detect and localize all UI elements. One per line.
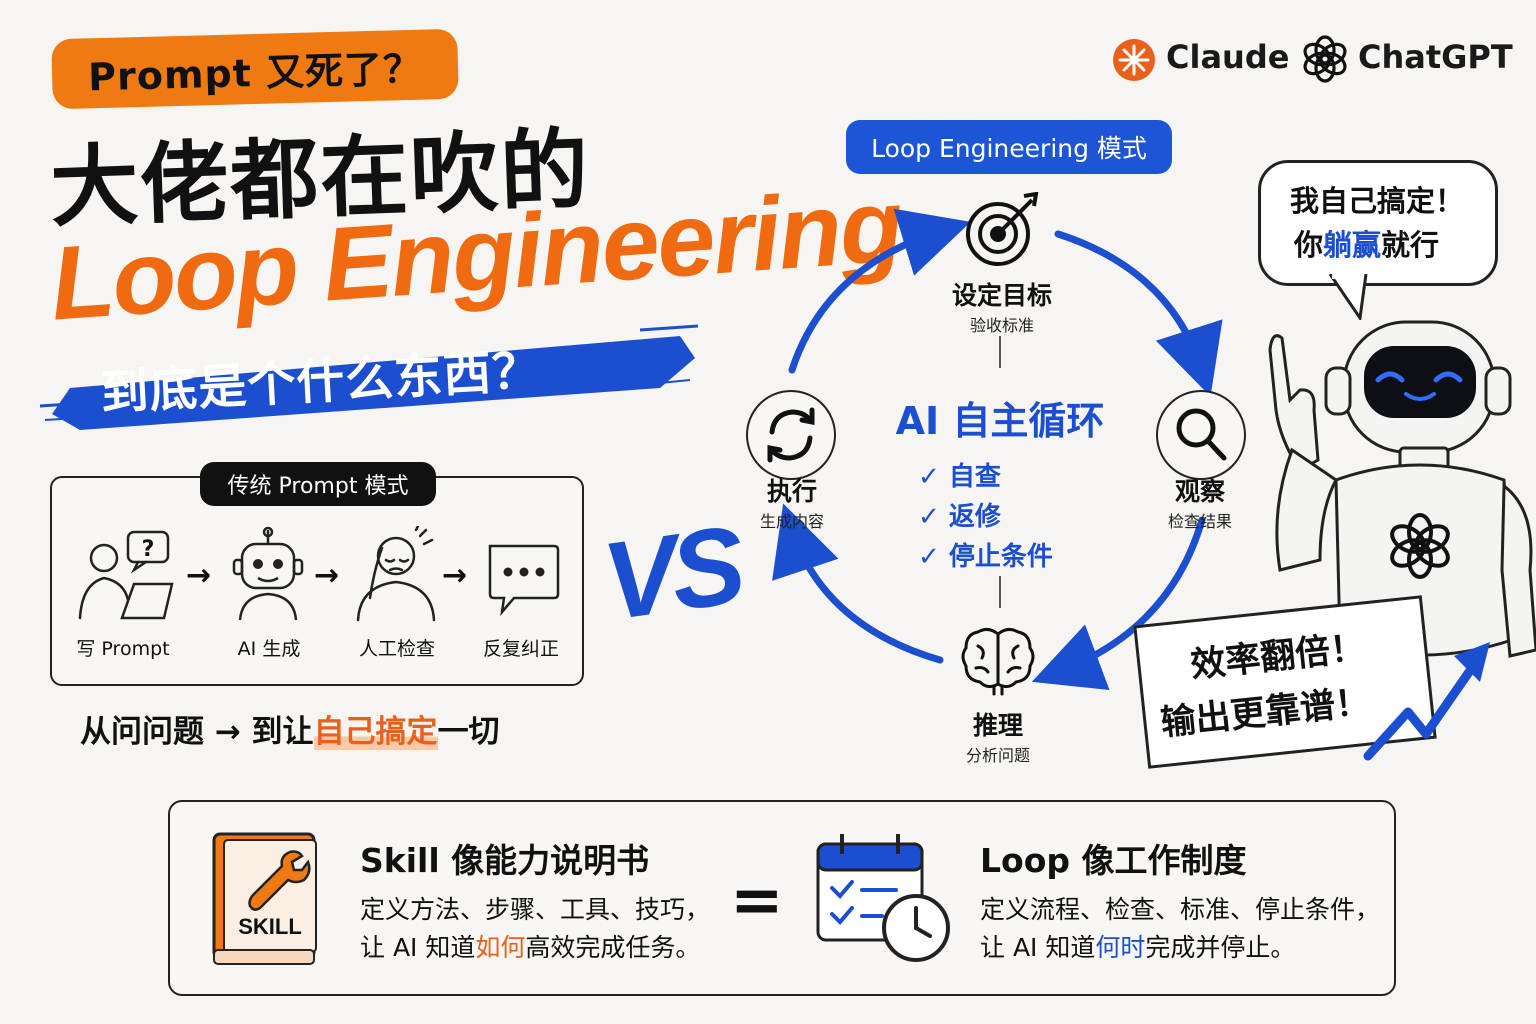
- node-observe-title: 观察: [1174, 477, 1225, 506]
- loop-cycle-arrows: [772, 208, 1223, 691]
- brush-stroke: [40, 324, 699, 430]
- skill-book-label: SKILL: [238, 914, 302, 939]
- loop-desc-2: 让 AI 知道何时完成并停止。: [980, 933, 1296, 962]
- node-reason-title: 推理: [972, 711, 1023, 740]
- step-label-check: 人工检查: [358, 638, 435, 660]
- comparison-panel: [168, 800, 1396, 996]
- bubble-tail: [1328, 274, 1368, 320]
- loop-check-item: ✓ 返修: [918, 502, 1001, 532]
- step-arrow-1: →: [186, 558, 212, 593]
- node-goal-title: 设定目标: [951, 281, 1052, 310]
- skill-desc-1: 定义方法、步骤、工具、技巧，: [360, 895, 711, 924]
- claude-brand-label: Claude: [1166, 38, 1290, 76]
- trend-up-arrow-icon: [1363, 642, 1490, 761]
- loop-mode-label: Loop Engineering 模式: [846, 120, 1172, 174]
- loop-center-title: AI 自主循环: [895, 399, 1105, 443]
- thinking-person-icon: [356, 526, 436, 622]
- person-laptop-icon: ?: [78, 530, 174, 620]
- bubble-line-2: 你躺赢就行: [1294, 228, 1440, 262]
- refresh-icon: [746, 390, 836, 480]
- step-label-generate: AI 生成: [237, 638, 301, 660]
- svg-text:?: ?: [142, 537, 155, 562]
- calendar-clock-icon: [816, 834, 950, 962]
- headline-tag: Prompt 又死了？: [51, 28, 459, 110]
- robot-speech-bubble: [1258, 160, 1498, 286]
- target-icon: [966, 192, 1039, 266]
- brain-icon: [961, 627, 1035, 696]
- loop-check-item: ✓ 停止条件: [918, 542, 1053, 572]
- equals-sign: =: [730, 864, 784, 938]
- check-icon: ✓: [918, 462, 949, 492]
- step-label-write: 写 Prompt: [76, 638, 170, 660]
- loop-desc-1: 定义流程、检查、标准、停止条件，: [980, 895, 1381, 924]
- node-execute-sub: 生成内容: [759, 512, 824, 531]
- claude-logo-icon: [1112, 38, 1156, 82]
- skill-desc-2: 让 AI 知道如何高效完成任务。: [360, 933, 701, 962]
- skill-title: Skill 像能力说明书: [360, 841, 650, 880]
- magnifier-icon: [1156, 390, 1246, 480]
- node-execute-title: 执行: [766, 477, 817, 506]
- traditional-mode-label: 传统 Prompt 模式: [200, 462, 436, 506]
- bubble-line-1: 我自己搞定！: [1290, 184, 1465, 218]
- check-icon: ✓: [918, 502, 949, 532]
- loop-title: Loop 像工作制度: [980, 841, 1247, 880]
- check-icon: ✓: [918, 542, 949, 572]
- node-goal-sub: 验收标准: [969, 316, 1034, 335]
- chatgpt-brand-label: ChatGPT: [1358, 38, 1513, 76]
- chatgpt-logo-icon: [1300, 34, 1350, 84]
- node-observe-sub: 检查结果: [1167, 512, 1232, 531]
- skill-book-icon: SKILL: [212, 832, 317, 965]
- loop-check-item: ✓ 自查: [918, 462, 1001, 492]
- node-reason-sub: 分析问题: [965, 746, 1030, 765]
- step-arrow-2: →: [314, 558, 340, 593]
- robot-head-icon: [232, 526, 304, 621]
- from-to-caption: 从问问题 → 到让自己搞定一切: [80, 714, 500, 750]
- chat-bubble-icon: [488, 544, 560, 617]
- step-arrow-3: →: [442, 558, 468, 593]
- step-label-correct: 反复纠正: [482, 638, 559, 660]
